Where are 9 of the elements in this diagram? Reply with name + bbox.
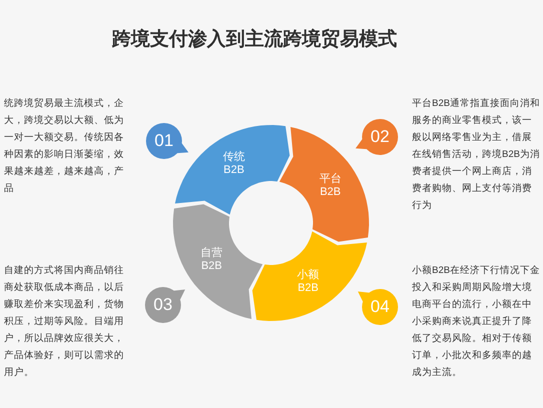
description-text: 小额B2B在经济下行情况下金投入和采购周期风险增大境电商平台的流行，小额在中小采购商来说真正提升了降低了交易风险。相对于传额订单，小批次和多频率的越成为主流。	[412, 264, 540, 380]
ring-segment: 自营B2B	[173, 204, 264, 320]
ring-segment: 传统B2B	[174, 125, 290, 216]
description-text: 平台B2B通常指直接面向消和服务的商业零售模式，该一般以网络零售业为主，借展在线销售活动，跨境B2B为消费者提供一个网上商店，消费者购物、网上支付等消费行为	[412, 97, 540, 213]
description-text: 统跨境贸易最主流模式，企大，跨境交易以大额、低为一对一大额交易。传统因各种因素的影响日渐萎缩，效果越来越差，越来越高，产品	[4, 97, 125, 196]
title: 跨境支付渗入到主流跨境贸易模式	[112, 28, 397, 52]
description-text: 自建的方式将国内商品销往商处获取低成本商品，以后赚取差价来实现盈利，货物积压，过期等风险。目端用户，所以品牌效应很关大，产品体验好，则可以需求的用户。	[4, 264, 125, 380]
ring-segment: 平台B2B	[279, 126, 370, 242]
ring-segment: 小额B2B	[252, 231, 368, 322]
